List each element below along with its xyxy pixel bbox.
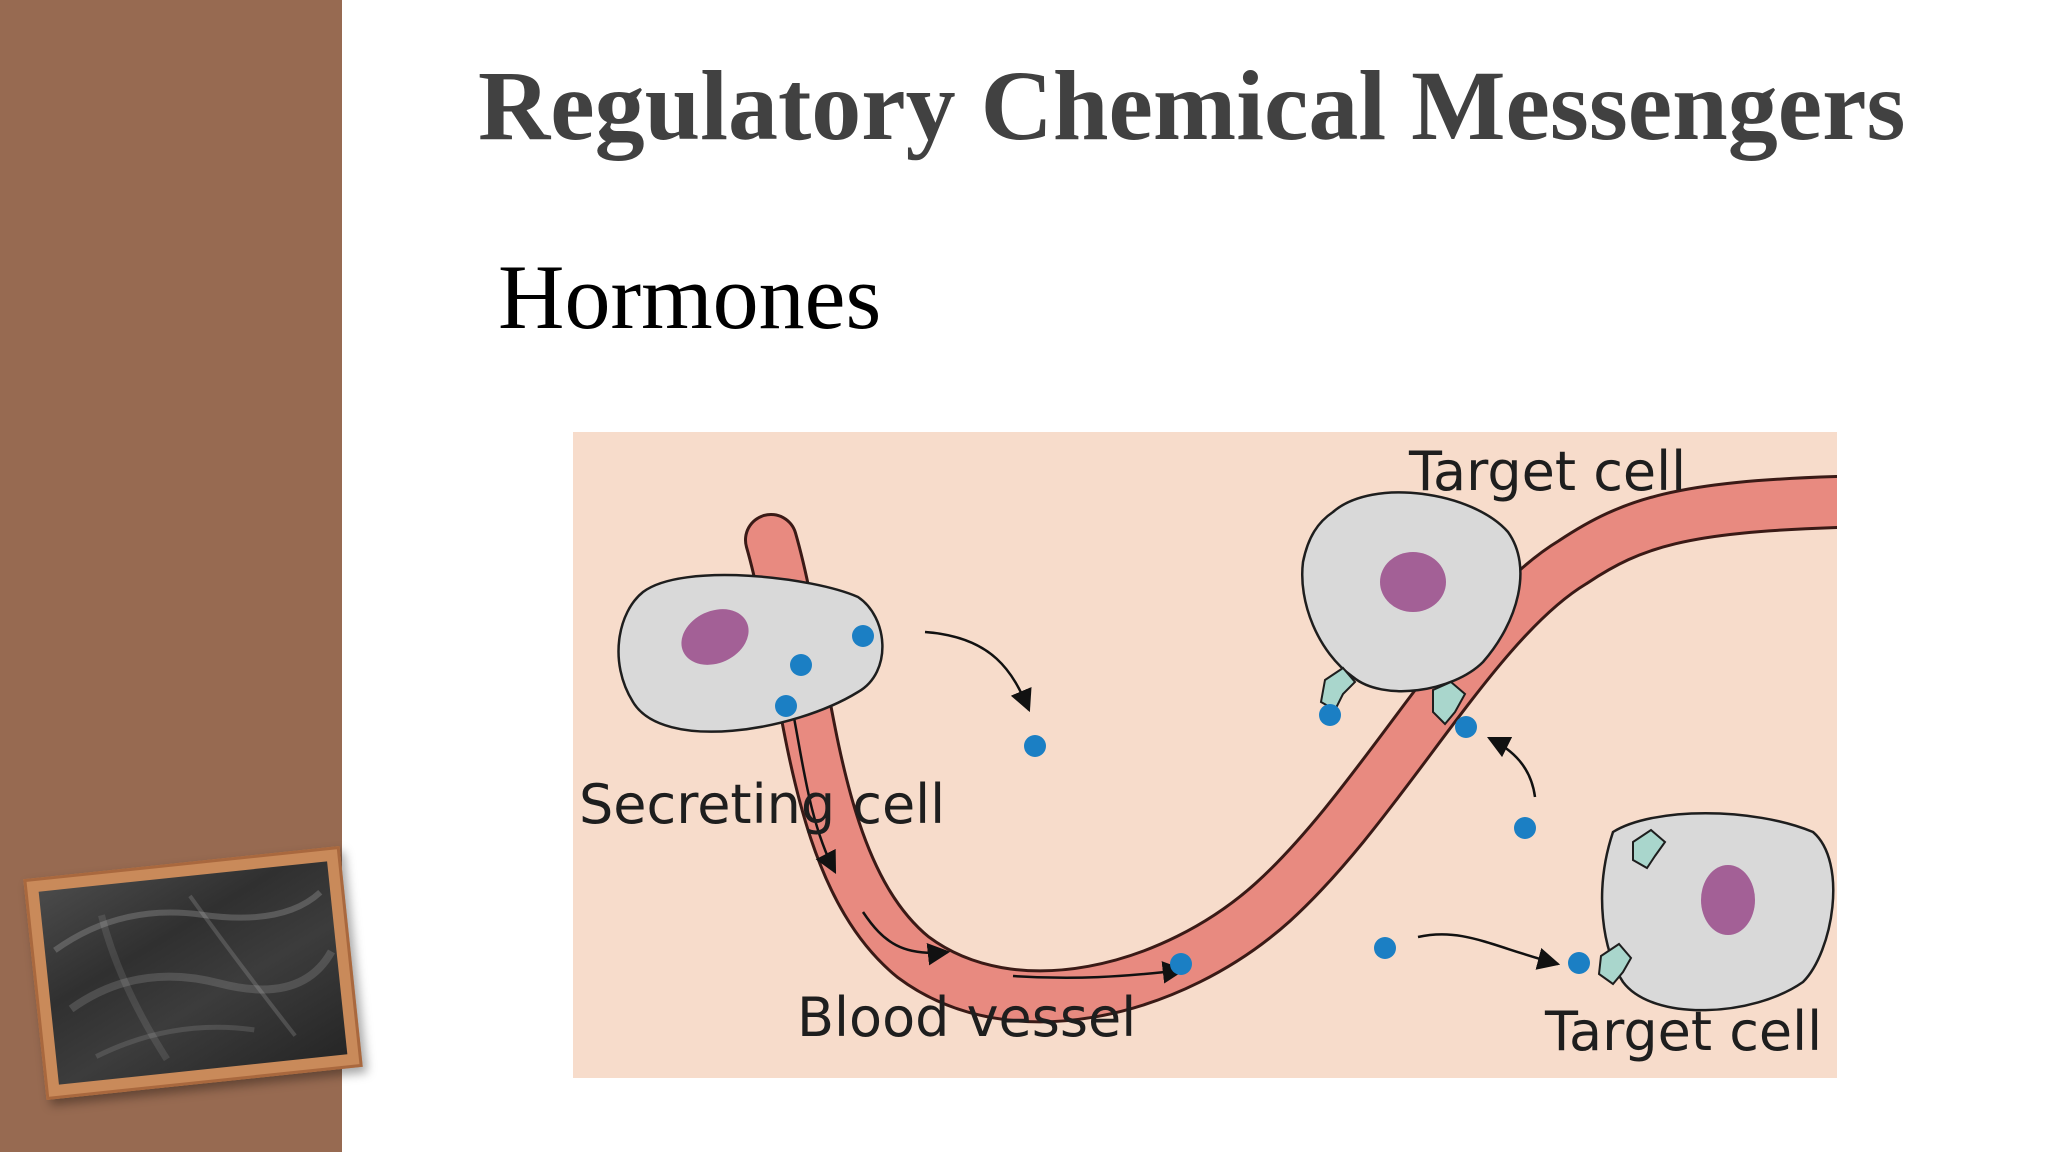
target-cell-top xyxy=(1301,491,1522,726)
target-cell-top-nucleus xyxy=(1380,552,1446,612)
binding-arrow-top xyxy=(1486,736,1537,798)
secreting-cell-nucleus xyxy=(681,609,749,665)
chalk-smudges xyxy=(53,890,335,1062)
receptor xyxy=(1597,942,1633,986)
binding-arrow-bottom xyxy=(1417,933,1561,970)
blood-vessel xyxy=(744,475,1837,1024)
flow-arrow-2 xyxy=(861,911,951,966)
label-secreting-cell: Secreting cell xyxy=(579,773,945,836)
hormone-molecule xyxy=(1514,817,1536,839)
receptor xyxy=(1432,680,1467,726)
hormone-molecule xyxy=(790,654,812,676)
hormone-diagram: Secreting cell Blood vessel Target cell … xyxy=(573,432,1837,1078)
receptor xyxy=(1319,666,1357,712)
slide-title: Regulatory Chemical Messengers xyxy=(478,50,1906,161)
hormone-molecule xyxy=(1170,953,1192,975)
hormone-molecule xyxy=(1568,952,1590,974)
secretion-arrow xyxy=(924,630,1032,713)
label-target-cell-top: Target cell xyxy=(1408,440,1686,503)
hormone-molecule xyxy=(1455,716,1477,738)
label-target-cell-bottom: Target cell xyxy=(1544,1000,1822,1063)
chalkboard-image xyxy=(23,845,363,1101)
receptor xyxy=(1632,828,1667,870)
flow-arrow-3 xyxy=(1012,961,1186,984)
hormone-diagram-svg: Secreting cell Blood vessel Target cell … xyxy=(573,432,1837,1078)
target-cell-bottom xyxy=(1597,812,1835,1012)
hormone-molecule xyxy=(775,695,797,717)
hormone-molecule xyxy=(1024,735,1046,757)
hormone-molecule xyxy=(852,625,874,647)
slide-subtitle: Hormones xyxy=(498,246,882,348)
target-cell-bottom-nucleus xyxy=(1701,865,1755,935)
side-panel xyxy=(0,0,363,1152)
hormone-molecule xyxy=(1374,937,1396,959)
chalkboard-surface xyxy=(38,861,348,1085)
hormone-molecule xyxy=(1319,704,1341,726)
flow-arrow-1 xyxy=(789,701,837,874)
secreting-cell xyxy=(617,573,884,733)
label-blood-vessel: Blood vessel xyxy=(797,986,1136,1049)
